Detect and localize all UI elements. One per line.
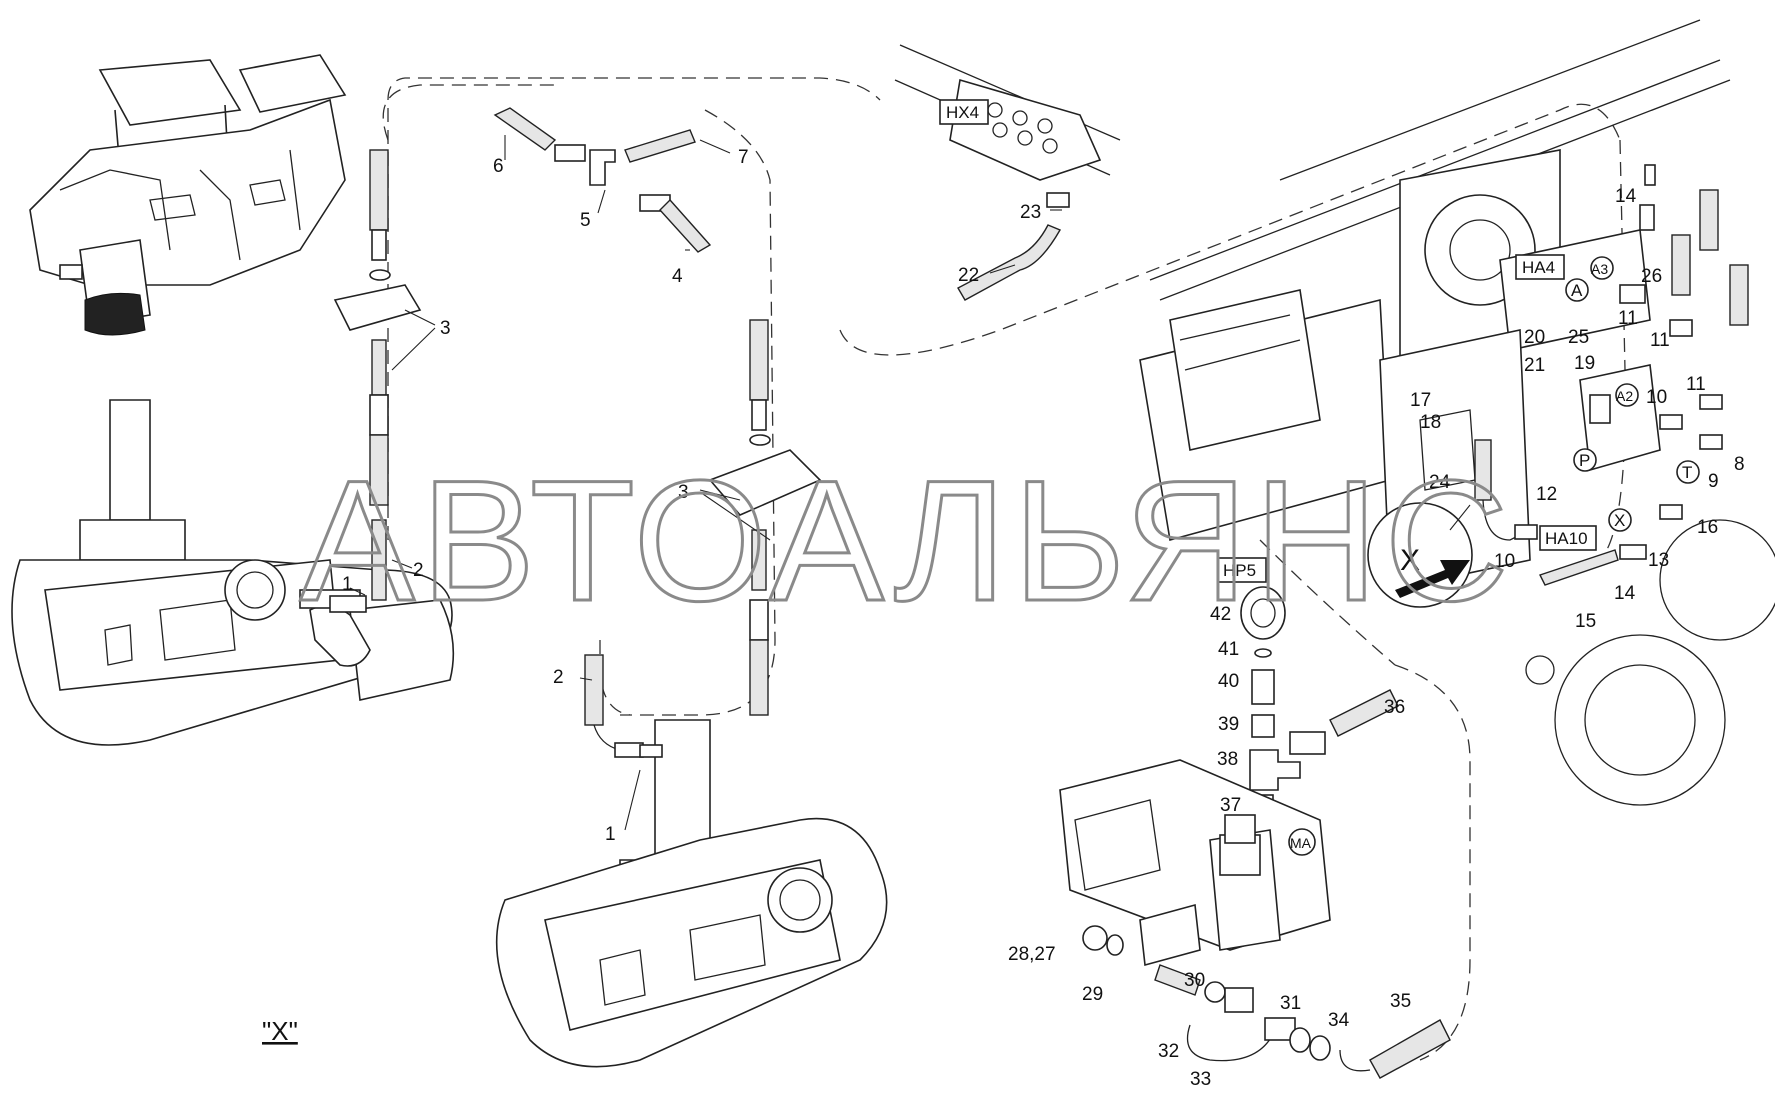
callout-1b: 1 [605, 824, 616, 845]
callout-labels: 1 1 2 2 3 3 4 5 6 7 8 9 10 10 11 11 11 1… [342, 147, 1745, 1090]
callout-11c: 11 [1686, 374, 1706, 395]
port-letter-t: T [1682, 463, 1692, 482]
callout-10a: 10 [1646, 387, 1667, 408]
callout-38: 38 [1217, 749, 1238, 770]
callout-11a: 11 [1618, 308, 1638, 329]
hp5-fitting-stack [1059, 586, 1399, 967]
port-letter-x: X [1614, 511, 1625, 530]
callout-10b: 10 [1494, 551, 1515, 572]
callout-11b: 11 [1650, 330, 1670, 351]
callout-19: 19 [1574, 353, 1595, 374]
callout-3b: 3 [678, 482, 689, 503]
callout-36: 36 [1384, 697, 1405, 718]
callout-2a: 2 [413, 560, 424, 581]
callout-33: 33 [1190, 1069, 1211, 1090]
port-tags: HX4 HA4 HA10 HP5 [939, 99, 1597, 583]
callout-16: 16 [1697, 517, 1718, 538]
callout-8: 8 [1734, 454, 1745, 475]
callout-14b: 14 [1614, 583, 1636, 604]
callout-20: 20 [1524, 327, 1545, 348]
callout-24: 24 [1429, 472, 1451, 493]
left-hose-column [329, 149, 663, 758]
center-track-assembly [495, 719, 888, 1068]
callout-37: 37 [1220, 795, 1241, 816]
callout-18: 18 [1420, 412, 1441, 433]
tag-hx4: HX4 [946, 103, 979, 122]
callout-22: 22 [958, 265, 979, 286]
port-letter-ma: MA [1290, 835, 1312, 851]
callout-34: 34 [1328, 1010, 1350, 1031]
callout-31: 31 [1280, 993, 1301, 1014]
callout-12: 12 [1536, 484, 1557, 505]
port-letter-a3: A3 [1591, 261, 1608, 277]
callout-3a: 3 [440, 318, 451, 339]
callout-40: 40 [1218, 671, 1239, 692]
callout-28-27: 28,27 [1008, 944, 1056, 965]
port-letter-a: A [1571, 281, 1583, 300]
port-letter-p: P [1579, 451, 1590, 470]
x-detail-fittings [1082, 925, 1451, 1079]
x-view-marker: X [1367, 502, 1473, 608]
callout-35: 35 [1390, 991, 1411, 1012]
callout-32: 32 [1158, 1041, 1179, 1062]
x-marker-text: X [1400, 544, 1420, 577]
callout-6: 6 [493, 156, 504, 177]
callout-29: 29 [1082, 984, 1103, 1005]
callout-41: 41 [1218, 639, 1239, 660]
callout-25: 25 [1568, 327, 1589, 348]
callout-21: 21 [1524, 355, 1545, 376]
callout-9: 9 [1708, 471, 1719, 492]
callout-15: 15 [1575, 611, 1596, 632]
port-letter-a2: A2 [1616, 388, 1633, 404]
right-frame-assembly [1139, 19, 1775, 806]
callout-2b: 2 [553, 667, 564, 688]
center-hose-column [493, 107, 822, 716]
callout-17: 17 [1410, 390, 1431, 411]
machine-overview-illustration [29, 54, 347, 336]
tag-ha10: HA10 [1545, 529, 1588, 548]
callout-7: 7 [738, 147, 749, 168]
view-x-label: "X" [262, 1016, 298, 1046]
port-letter-bubbles: A A3 A2 P T X MA [1288, 256, 1700, 856]
callout-42: 42 [1210, 604, 1231, 625]
leader-lines [349, 135, 1471, 831]
hx4-manifold [894, 44, 1121, 301]
callout-30: 30 [1184, 970, 1205, 991]
callout-13: 13 [1648, 550, 1669, 571]
callout-4: 4 [672, 266, 683, 287]
callout-39: 39 [1218, 714, 1239, 735]
callout-1a: 1 [342, 574, 353, 595]
watermark-text: АВТОАЛЬЯНС [300, 445, 1514, 637]
callout-23: 23 [1020, 202, 1041, 223]
callout-26: 26 [1641, 266, 1662, 287]
callout-5: 5 [580, 210, 591, 231]
tag-ha4: HA4 [1522, 258, 1555, 277]
callout-14a: 14 [1615, 186, 1637, 207]
tag-hp5: HP5 [1223, 561, 1256, 580]
